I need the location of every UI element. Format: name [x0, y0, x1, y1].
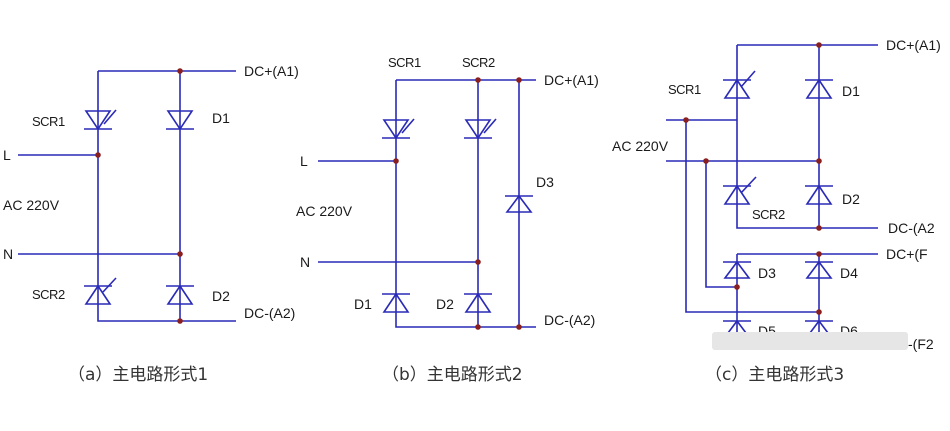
d2-label: D2 — [212, 288, 230, 304]
caption-c: （c）主电路形式3 — [705, 365, 844, 385]
dc-minus-label: DC-(A2) — [244, 305, 295, 321]
line-n-label: N — [3, 246, 13, 262]
line-n-label: N — [300, 254, 310, 270]
d2-label: D2 — [842, 191, 860, 207]
junction-dot — [393, 158, 399, 164]
scr2-label: SCR2 — [462, 55, 495, 70]
diagram-a: DC+(A1) DC-(A2) SCR1 SCR2 D1 D2 L N AC 2… — [3, 63, 299, 385]
junction-dot — [475, 324, 481, 330]
dc-minus-label: DC-(A2 — [888, 220, 935, 236]
diode-d2-symbol — [805, 184, 833, 205]
ac-voltage-label: AC 220V — [612, 138, 669, 154]
scr2-symbol — [723, 176, 757, 205]
scr1-symbol — [382, 118, 415, 140]
diode-d1-symbol — [382, 292, 410, 313]
junction-dot — [816, 158, 822, 164]
scr1-symbol — [84, 109, 117, 131]
diagram-c: DC+(A1) SCR1 D1 AC 220V D2 SCR2 DC-(A2 D… — [612, 37, 941, 385]
junction-dot — [816, 309, 822, 315]
ac-voltage-label: AC 220V — [3, 197, 60, 213]
junction-dot — [516, 324, 522, 330]
junction-dot — [703, 158, 709, 164]
d3-label: D3 — [758, 265, 776, 281]
junction-dot — [734, 284, 740, 290]
junction-dot — [816, 42, 822, 48]
field-dc-minus-label: -(F2 — [908, 336, 934, 352]
junction-dot — [816, 225, 822, 231]
junction-dot — [683, 117, 689, 123]
field-dc-plus-label: DC+(F — [886, 246, 928, 262]
junction-dot — [177, 68, 183, 74]
diode-d3-symbol — [505, 194, 533, 213]
diode-d2-symbol — [166, 284, 194, 305]
scr2-label: SCR2 — [752, 207, 785, 222]
scr1-label: SCR1 — [388, 55, 421, 70]
scr2-label: SCR2 — [32, 287, 65, 302]
diode-d1-symbol — [805, 78, 833, 99]
caption-a: （a）主电路形式1 — [68, 365, 208, 385]
d4-label: D4 — [840, 265, 858, 281]
junction-dot — [516, 77, 522, 83]
diode-d2-symbol — [464, 292, 492, 313]
diode-d1-symbol — [166, 110, 194, 131]
diode-d4-symbol — [805, 260, 833, 279]
junction-dot — [816, 251, 822, 257]
watermark-blur — [712, 332, 908, 350]
ac-voltage-label: AC 220V — [296, 203, 353, 219]
junction-dot — [475, 77, 481, 83]
scr2-symbol — [464, 118, 497, 140]
line-l-label: L — [300, 153, 308, 169]
diode-d3-symbol — [723, 260, 751, 279]
d1-label: D1 — [842, 83, 860, 99]
scr2-symbol — [84, 277, 117, 305]
junction-dot — [95, 152, 101, 158]
caption-b: （b）主电路形式2 — [382, 365, 523, 385]
diagram-b: SCR1 SCR2 DC+(A1) DC-(A2) D3 D1 D2 L N A… — [296, 55, 599, 385]
d2-label: D2 — [436, 296, 454, 312]
scr1-label: SCR1 — [32, 114, 65, 129]
scr1-label: SCR1 — [668, 82, 701, 97]
line-l-label: L — [3, 147, 11, 163]
junction-dot — [177, 251, 183, 257]
dc-plus-label: DC+(A1) — [886, 37, 941, 53]
d3-label: D3 — [536, 174, 554, 190]
dc-minus-label: DC-(A2) — [544, 312, 595, 328]
dc-plus-label: DC+(A1) — [244, 63, 299, 79]
dc-plus-label: DC+(A1) — [544, 72, 599, 88]
d1-label: D1 — [212, 110, 230, 126]
d1-label: D1 — [354, 296, 372, 312]
junction-dot — [475, 259, 481, 265]
junction-dot — [177, 318, 183, 324]
scr1-symbol — [723, 70, 756, 99]
